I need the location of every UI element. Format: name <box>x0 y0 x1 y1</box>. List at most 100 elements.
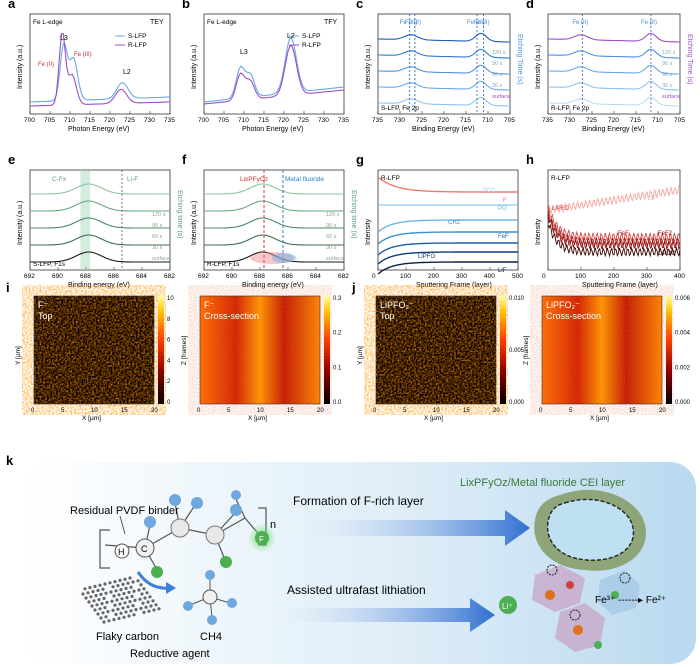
x-tick-label-b: 720 <box>278 117 289 124</box>
colorbar-tick-j1: 0.004 <box>675 331 691 337</box>
plot-frame-e <box>29 169 171 271</box>
map-ylabel-j1: Z [frames] <box>523 336 530 365</box>
map-xtick-i1: 20 <box>317 408 324 414</box>
c-spectrum-4 <box>378 32 510 43</box>
x-tick-label-a: 730 <box>144 117 155 124</box>
colorbar-tick-i0: 0 <box>167 400 171 406</box>
carbon-atom-dot <box>102 620 106 624</box>
g-series-label-3: CH2 <box>448 220 461 226</box>
panel-label-c: c <box>356 0 363 11</box>
carbon-atom-dot <box>112 594 116 598</box>
x-tick-label-a: 715 <box>84 117 95 124</box>
f-time-0: 120 s <box>326 212 340 218</box>
carbon-atom-dot <box>151 599 155 603</box>
carbon-atom-dot <box>121 582 125 587</box>
carbon-atom-dot <box>132 613 136 617</box>
d-time-0: 120 s <box>662 50 676 56</box>
carbon-atom-dot <box>94 594 98 598</box>
s-lfp-curve-b <box>203 37 345 103</box>
side-label-c: Etching Time (s) <box>516 34 523 85</box>
li-ion <box>499 596 517 614</box>
side-label-e: Etching time (s) <box>176 190 183 239</box>
panel-label-i: i <box>6 280 10 295</box>
carbon-atom-dot <box>128 600 132 604</box>
carbon-atom-dot <box>123 601 127 605</box>
carbon-atom-dot <box>97 598 101 602</box>
c-spectrum-3 <box>378 48 510 59</box>
h-series-label-2: FeF <box>618 231 629 237</box>
carbon-atom-dot <box>118 578 122 583</box>
carbon-atom-dot <box>116 607 120 611</box>
c-spectrum-0 <box>378 96 510 107</box>
carbon-atom-dot <box>123 577 127 581</box>
lfp-crystal <box>532 564 640 652</box>
fluorine-atom-4 <box>220 556 232 568</box>
carbon-atom-dot <box>99 616 103 620</box>
x-tick-label-a: 700 <box>24 117 35 124</box>
x-tick-label-c: 715 <box>460 117 471 124</box>
d-time-2: 60 s <box>662 72 673 78</box>
e-time-1: 90 s <box>152 223 163 229</box>
x-tick-label-a: 725 <box>124 117 135 124</box>
g-series-2 <box>377 219 518 233</box>
carbon-atom-dot <box>139 583 143 587</box>
legend-s-b: S-LFP <box>302 33 320 40</box>
carbon-atom-dot <box>149 604 153 608</box>
g-series-3 <box>377 231 518 245</box>
carbon-atom-dot <box>127 614 131 618</box>
panel-label-b: b <box>182 0 190 11</box>
e-time-2: 60 s <box>152 234 163 240</box>
carbon-atom-dot <box>142 610 146 615</box>
x-tick-label-b: 700 <box>198 117 209 124</box>
map-noise-j1 <box>542 296 662 404</box>
carbon-atom-dot <box>101 611 105 615</box>
x-tick-label-e: 686 <box>108 273 119 280</box>
map-frame-i1 <box>199 295 321 405</box>
colorbar-tick-j0: 0.000 <box>509 400 525 406</box>
c-time-3: 30 s <box>492 83 503 89</box>
carbon-atom-dot <box>127 590 131 595</box>
ch4-carbon <box>202 589 218 605</box>
map-xlabel-j1: X [µm] <box>590 415 609 422</box>
agent-label: Reductive agent <box>130 648 210 660</box>
mode-a: TEY <box>150 19 164 26</box>
fluorine-atom-3 <box>191 497 203 509</box>
map-xtick-j1: 15 <box>629 408 636 414</box>
map-xtick-j1: 10 <box>599 408 606 414</box>
map-title-j1: LiPFO₂⁻ <box>546 300 580 310</box>
y-axis-label-h: Intensity <box>535 218 542 245</box>
f-time-3: 30 s <box>326 245 337 251</box>
carbon-atom-dot <box>145 591 149 595</box>
x-tick-label-c: 710 <box>482 117 493 124</box>
x-tick-label-d: 735 <box>542 117 553 124</box>
carbon-atom-dot <box>141 601 145 605</box>
h-series-0 <box>547 184 681 215</box>
atom-h-label: H <box>118 547 125 557</box>
s-lfp-curve-a <box>29 43 171 103</box>
e-spectrum-2 <box>30 217 170 229</box>
x-tick-label-f: 690 <box>226 273 237 280</box>
x-axis-label-d: Binding Energy (eV) <box>582 126 645 133</box>
map-ylabel-i0: Y [µm] <box>15 346 22 365</box>
cei-label: LixPFyOz/Metal fluoride CEI layer <box>460 477 625 489</box>
title-b: Fe L-edge <box>207 19 237 26</box>
x-tick-label-c: 705 <box>504 117 515 124</box>
x-tick-label-g: 500 <box>512 273 523 280</box>
li-ion-label: Li⁺ <box>502 602 512 611</box>
atom-c-label: C <box>141 544 148 554</box>
carbon-atom-dot <box>142 587 146 591</box>
carbon-atom-dot <box>133 598 137 603</box>
x-tick-label-d: 705 <box>674 117 685 124</box>
x-tick-label-g: 400 <box>484 273 495 280</box>
d-ref-label-0: Fe (II) <box>572 20 588 26</box>
map-sub-j0: Top <box>380 311 395 321</box>
colorbar-tick-i0: 8 <box>167 317 171 323</box>
carbon-atom-dot <box>117 593 121 597</box>
colorbar-tick-i1: 0.3 <box>333 296 342 302</box>
r-lfp-curve-b <box>203 44 345 105</box>
carbon-atom-dot <box>89 595 93 599</box>
cei-core <box>546 498 634 561</box>
